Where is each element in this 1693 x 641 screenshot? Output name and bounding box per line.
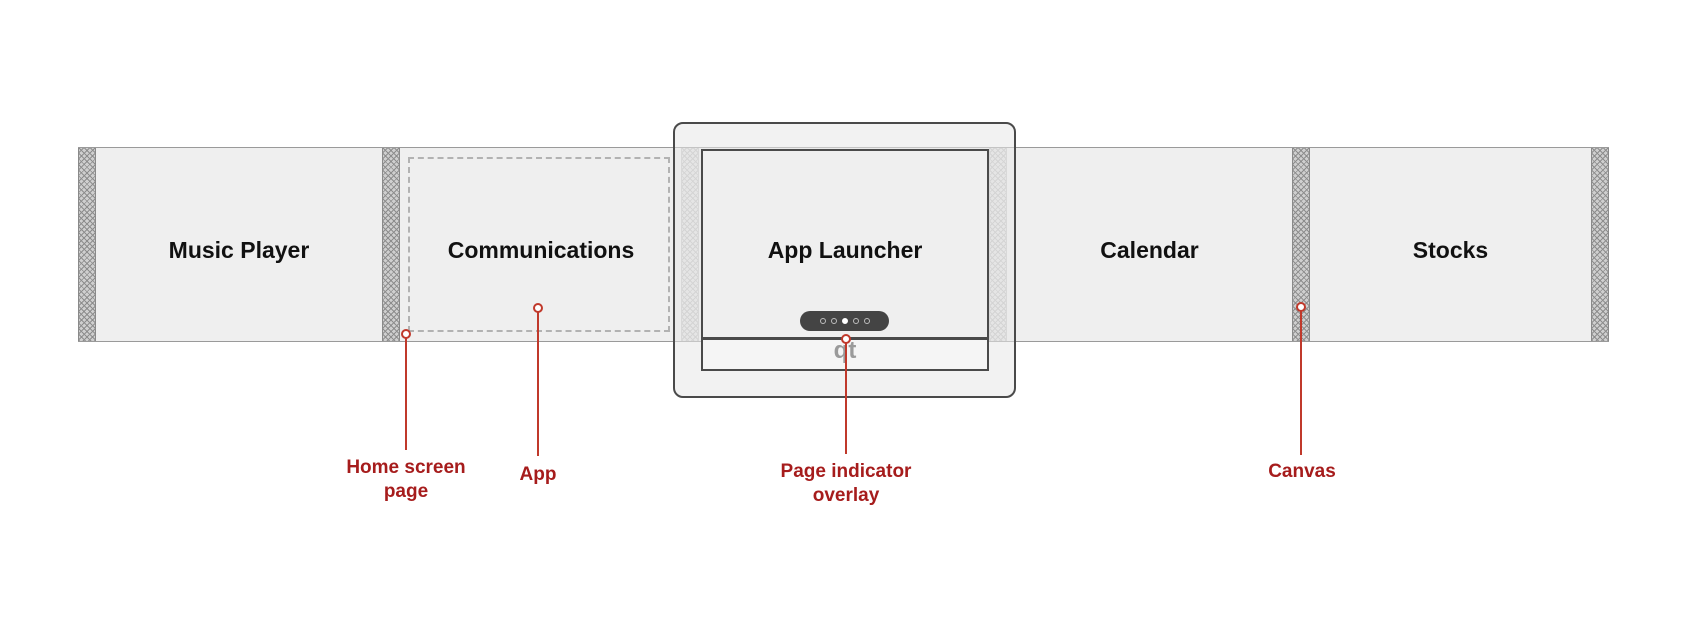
callout-home-screen-page: Home screen page [321,456,491,504]
callout-home-screen-page-line2: page [383,481,429,502]
device-screen [701,149,989,339]
page-label-music-player: Music Player [168,237,310,263]
page-label-app-launcher: App Launcher [767,237,923,263]
anchor-ring-home-screen-page [401,329,411,339]
page-indicator [800,311,889,331]
callout-page-indicator-overlay: Page indicator overlay [761,460,931,508]
page-label-stocks: Stocks [1412,237,1489,263]
page-separator [78,148,96,341]
leader-line-home-screen-page [405,337,407,450]
callout-page-indicator-line1: Page indicator [780,461,912,482]
leader-line-page-indicator [845,342,847,454]
leader-line-app [537,312,539,456]
callout-canvas-line1: Canvas [1268,461,1336,482]
callout-home-screen-page-line1: Home screen [346,457,466,478]
page-dot [852,318,859,324]
page-label-calendar: Calendar [1100,237,1199,263]
page-dot-active [841,318,848,324]
anchor-ring-page-indicator [841,334,851,344]
leader-line-canvas [1300,311,1302,455]
page-dot [819,318,826,324]
page-dot [863,318,870,324]
page-separator [382,148,400,341]
page-separator [1591,148,1609,341]
page-separator [1292,148,1310,341]
callout-canvas: Canvas [1217,460,1387,484]
anchor-ring-app [533,303,543,313]
anchor-ring-canvas [1296,302,1306,312]
page-label-communications: Communications [447,237,635,263]
page-dot [830,318,837,324]
app-outline [408,157,670,332]
callout-app: App [453,463,623,487]
callout-app-line1: App [519,464,557,485]
callout-page-indicator-line2: overlay [812,485,880,506]
